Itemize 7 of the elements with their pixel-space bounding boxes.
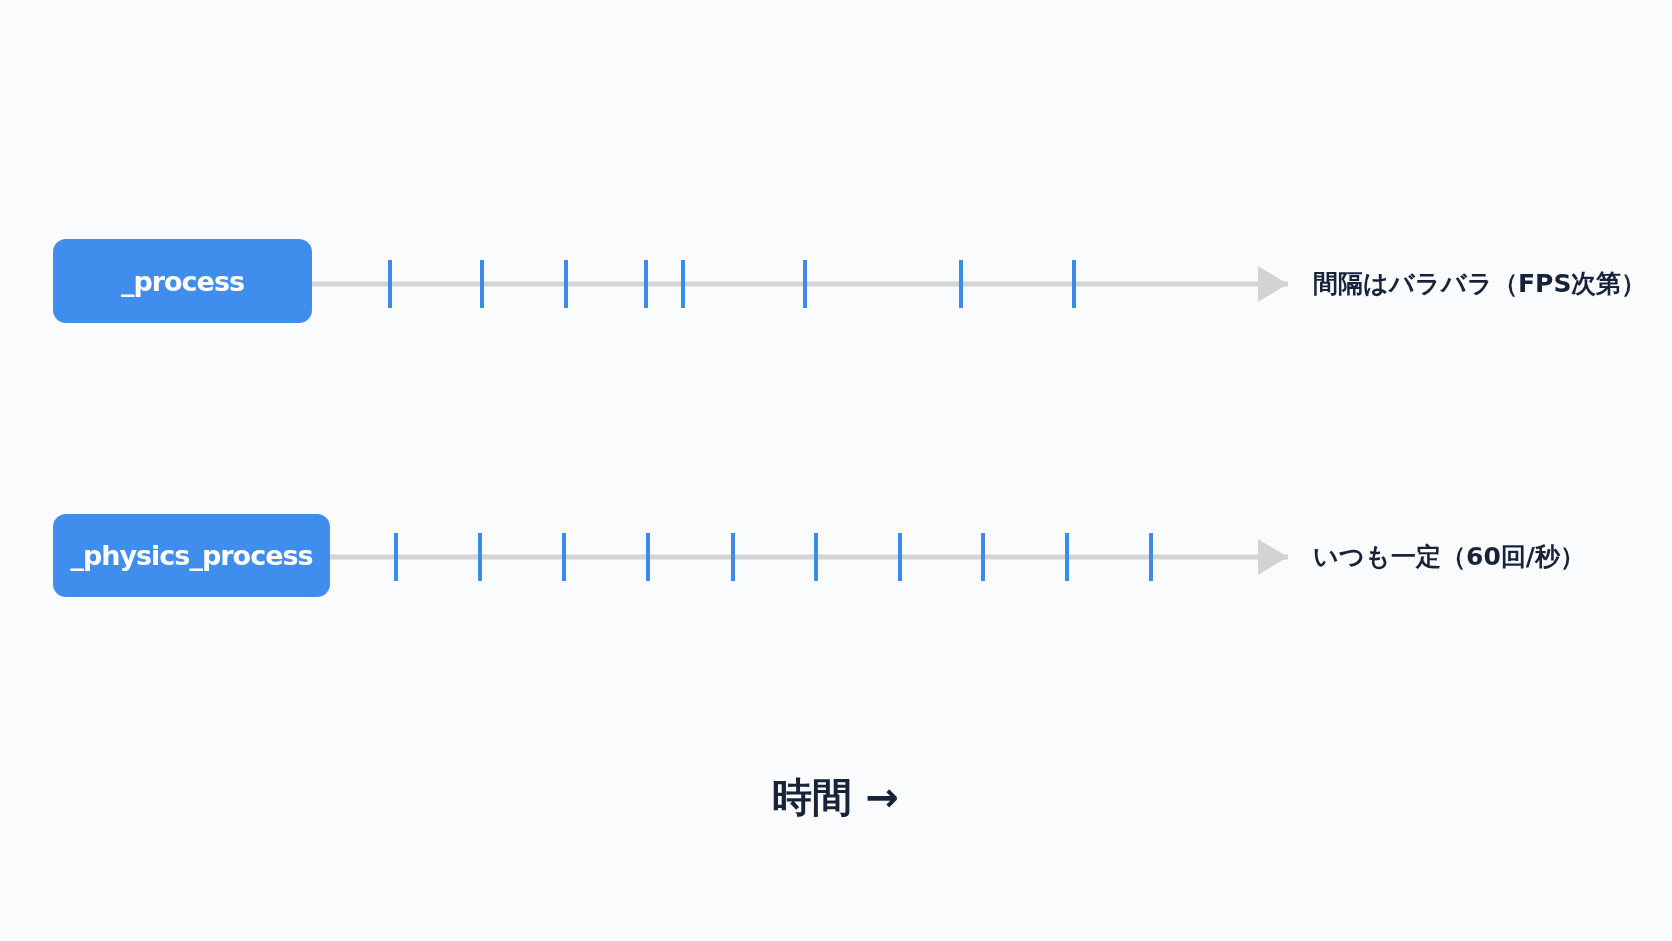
- timeline-arrow: [330, 539, 1288, 575]
- function-label-box: _physics_process: [53, 514, 330, 597]
- axis-caption: 時間 →: [771, 772, 899, 822]
- timeline-note: 間隔はバラバラ（FPS次第）: [1288, 264, 1647, 304]
- timeline-arrow: [312, 266, 1288, 302]
- timeline-note: いつも一定（60回/秒）: [1288, 537, 1585, 577]
- function-label-box: _process: [53, 239, 312, 323]
